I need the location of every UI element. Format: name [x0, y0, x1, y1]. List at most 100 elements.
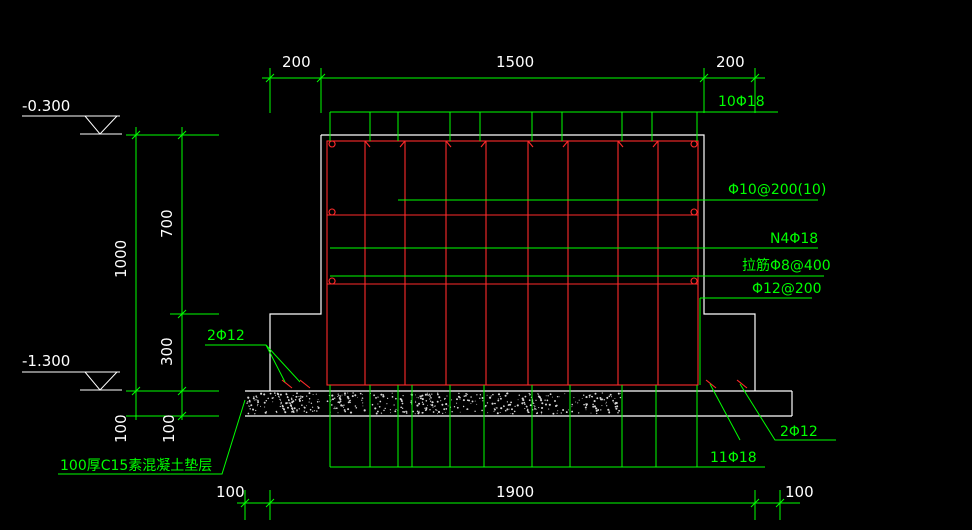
concrete-dot [443, 408, 446, 411]
concrete-dot [426, 392, 428, 394]
concrete-dot [499, 411, 501, 414]
concrete-dot [265, 411, 267, 412]
concrete-dot [354, 405, 357, 407]
elevation-markers [22, 115, 122, 391]
concrete-dot [400, 406, 403, 409]
concrete-dot [528, 392, 530, 395]
concrete-dot [264, 411, 267, 414]
left-extra-leader [205, 344, 301, 383]
concrete-dot [613, 402, 615, 404]
concrete-dot [510, 413, 512, 414]
concrete-dot [568, 409, 569, 411]
concrete-dot [253, 396, 255, 398]
concrete-dot [524, 403, 526, 405]
elevation-bottom-triangle [84, 371, 118, 391]
hook [328, 208, 336, 216]
concrete-dot [600, 398, 602, 401]
bedding-concrete-texture [246, 392, 622, 415]
concrete-dot [562, 409, 565, 411]
hook [527, 140, 534, 148]
concrete-dot [316, 401, 319, 403]
concrete-dot [386, 397, 389, 400]
concrete-dot [597, 409, 600, 411]
concrete-dot [317, 399, 319, 401]
concrete-dot [513, 410, 516, 413]
concrete-dot [308, 401, 310, 403]
concrete-dot [431, 393, 433, 395]
concrete-dot [564, 393, 566, 395]
concrete-dot [481, 409, 483, 412]
concrete-dot [400, 398, 403, 401]
concrete-dot [349, 401, 351, 404]
concrete-dot [296, 409, 298, 411]
concrete-dot [493, 407, 495, 409]
concrete-dot [554, 404, 558, 408]
concrete-dot [277, 393, 280, 396]
hook [617, 140, 624, 148]
hook [364, 140, 371, 148]
concrete-dot [279, 398, 281, 401]
concrete-dot [462, 405, 465, 408]
dim-tick [699, 73, 709, 83]
concrete-dot [430, 396, 432, 399]
concrete-dot [437, 393, 439, 396]
right-extra-leader [739, 383, 836, 441]
concrete-dot [435, 409, 437, 411]
concrete-dot [247, 396, 250, 399]
concrete-dot [470, 402, 472, 404]
concrete-dot [541, 413, 542, 415]
elevation-top-label: -0.300 [22, 97, 70, 115]
concrete-dot [444, 397, 446, 400]
concrete-dot [347, 401, 350, 404]
concrete-dot [300, 395, 302, 397]
concrete-dot [600, 409, 602, 411]
concrete-dot [361, 399, 363, 401]
concrete-dot [484, 406, 486, 408]
concrete-dot [437, 410, 441, 414]
concrete-dot [294, 399, 297, 401]
concrete-dot [489, 396, 492, 399]
concrete-dot [541, 402, 544, 405]
concrete-dot [427, 404, 429, 406]
concrete-dot [601, 392, 603, 394]
concrete-dot [317, 406, 319, 408]
concrete-dot [305, 411, 308, 414]
concrete-dot [264, 406, 266, 408]
concrete-dot [331, 394, 334, 397]
dim-tick [177, 411, 187, 421]
concrete-dot [265, 399, 268, 402]
extra-bar-left [299, 379, 311, 389]
label-left-extra: 2Φ12 [207, 328, 245, 344]
concrete-dot [286, 396, 289, 399]
concrete-dot [312, 393, 314, 396]
concrete-dot [281, 405, 284, 408]
concrete-dot [334, 397, 336, 399]
hook [690, 208, 698, 216]
concrete-dot [466, 393, 468, 395]
concrete-dot [379, 400, 382, 403]
dim-pad-left-1: 100 [112, 414, 130, 443]
hook [399, 140, 406, 148]
concrete-dot [362, 402, 364, 404]
label-top-bars: 10Φ18 [718, 94, 765, 110]
concrete-dot [591, 395, 594, 398]
concrete-dot [272, 401, 274, 403]
concrete-dot [330, 399, 332, 401]
concrete-dot [308, 392, 311, 395]
concrete-dot [338, 394, 340, 397]
concrete-dot [252, 397, 255, 400]
concrete-dot [551, 396, 553, 398]
concrete-dot [383, 409, 385, 412]
left-extra-leader [265, 344, 286, 383]
concrete-dot [371, 403, 374, 406]
concrete-dot [389, 409, 391, 411]
concrete-dot [595, 407, 598, 410]
concrete-dot [377, 396, 379, 398]
concrete-dot [362, 405, 364, 407]
concrete-dot [557, 410, 559, 412]
concrete-dot [547, 395, 549, 397]
concrete-dot [280, 403, 282, 405]
concrete-dot [289, 402, 291, 405]
concrete-dot [421, 394, 424, 397]
dim-tick [177, 130, 187, 140]
